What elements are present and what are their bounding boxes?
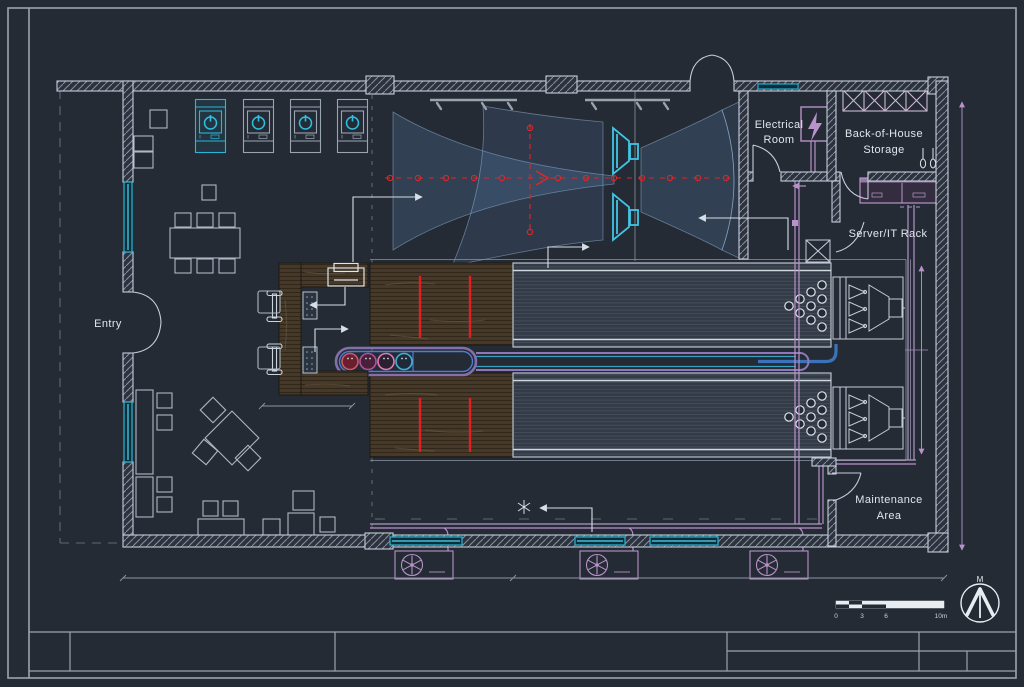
floor-access-x-box — [805, 239, 831, 263]
annotation-arrows — [309, 193, 789, 532]
bowling-balls — [341, 352, 413, 371]
scale-bar: 0 3 6 10m — [834, 600, 948, 620]
wall-left — [122, 461, 134, 536]
title-block — [29, 631, 1016, 672]
ball-return — [334, 344, 838, 377]
scale-tick-3: 3 — [860, 613, 864, 620]
sprinkler-symbol-icon — [517, 500, 531, 514]
wall-left — [122, 352, 134, 403]
electrical-room-label-line2: Room — [764, 134, 795, 146]
wood-approach-decks — [369, 262, 514, 458]
speaker-icon — [612, 126, 639, 176]
electrical-conduits — [370, 141, 916, 551]
corner-column — [927, 532, 949, 553]
wood-grain-streaks — [384, 282, 486, 452]
speaker-coverage-cones — [392, 101, 740, 267]
wall-server-west — [831, 180, 841, 223]
column — [364, 532, 394, 550]
wall-bottom — [122, 534, 945, 548]
conduit-junction-box — [792, 220, 798, 226]
windows — [123, 83, 799, 546]
server-rack — [859, 177, 945, 208]
doors — [132, 54, 869, 502]
compass-label: M — [977, 575, 984, 584]
wall-electrical-west — [738, 90, 749, 260]
wall-partition — [835, 171, 841, 182]
storage-label-line1: Back-of-House — [845, 128, 923, 140]
entry-fixtures — [133, 109, 168, 169]
sheet-border-frame — [7, 7, 1017, 679]
walls — [56, 75, 949, 553]
column — [365, 75, 395, 95]
printer-icon — [327, 262, 365, 287]
scale-tick-6: 6 — [884, 613, 888, 620]
speaker-icons — [612, 126, 639, 242]
wall-maintenance-west — [827, 465, 837, 475]
laser-alignment-line — [385, 124, 730, 236]
wall-left — [122, 80, 134, 183]
wall-partition — [747, 171, 754, 182]
server-area-door — [835, 221, 865, 253]
wall-left — [122, 251, 134, 293]
transom-window — [757, 83, 799, 90]
scale-tick-10: 10m — [935, 613, 948, 620]
column — [545, 75, 578, 94]
maintenance-label-line1: Maintenance — [855, 494, 922, 506]
entry-double-door — [132, 291, 162, 354]
electrical-room-label-line1: Electrical — [755, 119, 804, 131]
north-arrow-icon: M — [960, 575, 1000, 623]
dining-table-group — [169, 212, 241, 274]
wall-maintenance-west — [827, 499, 837, 547]
entry-label: Entry — [94, 318, 122, 330]
track-light-rails — [430, 98, 670, 111]
lane-zone-outline — [370, 259, 911, 461]
console-stools — [257, 290, 281, 370]
arcade-machines — [194, 98, 369, 154]
small-table — [201, 184, 217, 201]
control-console-desk — [257, 262, 369, 410]
speaker-icon — [612, 192, 639, 242]
maintenance-label-line2: Area — [877, 510, 902, 522]
wall-right — [935, 80, 949, 546]
ball-return-pipe — [758, 344, 838, 364]
dimension-lines — [119, 101, 965, 582]
wall-partition — [867, 171, 937, 182]
server-rack-label: Server/IT Rack — [849, 228, 928, 240]
wall-bench — [135, 389, 173, 518]
electrical-room-door — [752, 144, 781, 173]
wall-electrical-storage — [826, 90, 837, 182]
maintenance-door — [832, 472, 862, 502]
wall-partition — [780, 171, 828, 182]
wall-maintenance-north — [811, 457, 837, 467]
storage-door — [840, 171, 869, 200]
alignment-node-dots — [386, 124, 730, 236]
diagonal-table-group — [191, 396, 262, 472]
track-light-fixture-icons — [435, 101, 670, 111]
storage-label-line2: Storage — [863, 144, 904, 156]
bowling-lane-lower — [512, 372, 832, 458]
scale-tick-0: 0 — [834, 613, 838, 620]
bowling-lane-upper — [512, 262, 832, 348]
lightning-bolt-icon — [808, 112, 822, 141]
approach-red-guide-lines — [418, 276, 472, 452]
double-door-top — [689, 54, 735, 82]
desk-dimension-line — [258, 402, 356, 410]
